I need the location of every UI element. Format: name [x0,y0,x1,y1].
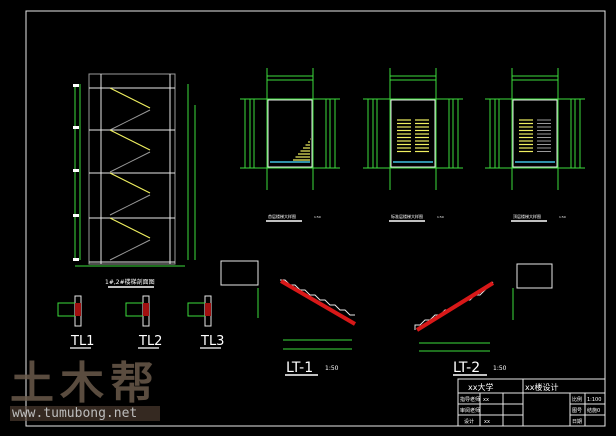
stair-flight [109,129,151,151]
beam-label: TL2 [138,334,162,349]
stair-lt1: LT-1 1:50 [220,260,357,376]
level-mark [73,214,79,217]
plan-scale: 1:50 [559,215,566,219]
plan-scale: 1:50 [314,215,321,219]
section-title: 1#,2#楼梯剖面图 [105,278,155,286]
beam-sections: TL1 TL2 TL3 [57,295,224,349]
stair-lt2: LT-2 1:50 [414,263,553,376]
stair-flight [109,109,151,131]
beam-label: TL1 [70,334,94,349]
watermark-url: www.tumubong.net [10,406,160,421]
stair-flight [109,87,151,109]
tb-reviewer-label: 审阅老师 [460,407,480,414]
stair-flight [109,151,151,173]
tb-project: xx楼设计 [525,382,558,392]
plan-scale: 1:50 [437,215,444,219]
watermark-logo: 土木帮 [10,358,160,409]
stair-flight [109,239,151,261]
tb-advisor-label: 指导老师 [460,396,480,403]
watermark: 土木帮 www.tumubong.net [10,362,160,421]
tb-school: xx大学 [468,382,493,392]
lt1-label: LT-1 [286,360,313,376]
tb-designer-value: xx [484,419,490,425]
drawing-frame [25,10,606,427]
tb-advisor-value: xx [483,397,489,403]
tb-designer-label: 设计 [464,418,474,425]
title-block: xx大学 xx楼设计 指导老师 xx 审阅老师 设计 xx 比例 1:100 图… [457,378,606,427]
tb-drawing-no-label: 图号 [572,408,582,414]
lt2-scale: 1:50 [493,365,507,372]
lt2-label: LT-2 [453,360,480,376]
stair-flight [109,217,151,239]
stair-flight [109,172,151,194]
tb-scale-value: 1:100 [587,397,601,403]
plan-title: 标准层楼梯大样图 [391,213,423,219]
tb-scale-label: 比例 [572,396,582,403]
lt1-scale: 1:50 [325,365,339,372]
plan-title: 顶层楼梯大样图 [513,213,541,219]
stair-plans: 首层楼梯大样图 1:50 标准层楼梯大样图 1:50 顶层楼梯大样图 1:50 [240,68,585,222]
stair-flight [109,194,151,216]
beam-TL2: TL2 [125,295,162,349]
beam-TL1: TL1 [57,295,94,349]
level-mark [73,126,79,129]
plan-2: 标准层楼梯大样图 1:50 [363,68,463,222]
stair-section: 1#,2#楼梯剖面图 [73,73,196,288]
tb-drawing-no-value: 结施0 [587,407,600,414]
plan-title: 首层楼梯大样图 [268,213,296,219]
beam-label: TL3 [200,334,224,349]
level-mark [73,169,79,172]
plan-3: 顶层楼梯大样图 1:50 [485,68,585,222]
plan-1: 首层楼梯大样图 1:50 [240,68,340,222]
beam-TL3: TL3 [187,295,224,349]
level-mark [73,258,79,261]
tb-date-label: 日期 [572,419,582,425]
level-mark [73,84,79,87]
